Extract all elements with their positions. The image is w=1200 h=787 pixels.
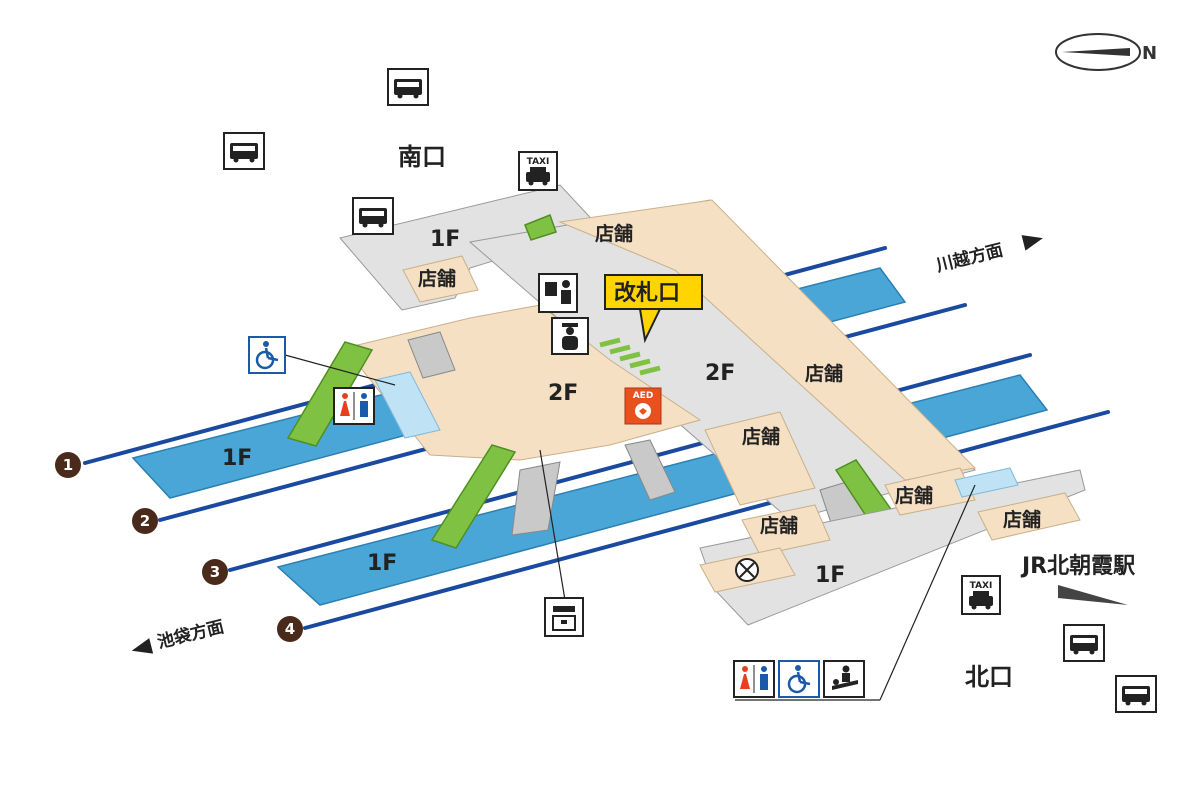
compass-icon: N — [1055, 33, 1157, 71]
2f-shop-lower — [704, 411, 816, 506]
direction-ikebukuro: 池袋方面 — [131, 616, 226, 654]
floor-label-2f-west: 2F — [548, 381, 578, 406]
shop-label-north-3: 店舗 — [1003, 508, 1041, 531]
svg-text:4: 4 — [285, 620, 295, 638]
ticket-gate-lines — [599, 337, 661, 376]
aed-icon: AED — [624, 387, 662, 425]
direction-kawagoe: 川越方面 — [933, 235, 1043, 277]
track-4 — [303, 410, 1110, 630]
bus-icon-2 — [223, 132, 265, 170]
svg-text:TAXI: TAXI — [527, 157, 550, 167]
jr-station-label: JR北朝霞駅 — [1020, 553, 1135, 579]
svg-text:改札口: 改札口 — [614, 280, 680, 306]
north-1f-shop-3 — [977, 492, 1081, 541]
shop-label-2f-lower: 店舗 — [742, 425, 780, 448]
restroom-icon-north — [733, 660, 775, 698]
platform-number-1: 1 — [55, 452, 81, 478]
bus-icon-4 — [1063, 624, 1105, 662]
svg-text:池袋方面: 池袋方面 — [155, 616, 226, 653]
shop-label-north-2: 店舗 — [895, 484, 933, 507]
floor-label-2f-east: 2F — [705, 361, 735, 386]
ticket-machine-icon — [538, 273, 578, 313]
shop-label-2f-east: 店舗 — [805, 362, 843, 385]
no-entry-icon — [735, 558, 759, 582]
floor-label-platform-1f-upper: 1F — [222, 446, 252, 471]
floor-label-north-1f: 1F — [815, 563, 845, 588]
stairs-mid — [624, 439, 676, 501]
svg-text:N: N — [1142, 43, 1157, 64]
svg-text:TAXI: TAXI — [970, 581, 993, 591]
platform-number-4: 4 — [277, 616, 303, 642]
leader-lines — [284, 354, 976, 701]
jr-direction-wedge — [1058, 585, 1128, 605]
coin-locker-icon — [544, 597, 584, 637]
north-1f-shop-1 — [741, 504, 831, 556]
2f-concourse-light-walk — [374, 371, 441, 439]
floor-label-south-1f: 1F — [430, 227, 460, 252]
shop-label-south-top: 店舗 — [595, 222, 633, 245]
escalator-south-top — [524, 214, 557, 241]
exit-label-north: 北口 — [965, 663, 1013, 691]
shop-label-north-1: 店舗 — [760, 514, 798, 537]
bus-icon-3 — [352, 197, 394, 235]
south-1f-shop — [402, 255, 479, 303]
station-staff-icon — [551, 317, 589, 355]
taxi-icon-north: TAXI — [961, 575, 1001, 615]
north-1f-shop-2 — [884, 467, 976, 516]
svg-text:1: 1 — [63, 456, 73, 474]
restroom-icon-west — [333, 387, 375, 425]
svg-text:2: 2 — [140, 512, 150, 530]
baby-changing-icon — [823, 660, 865, 698]
wheelchair-icon-north — [778, 660, 820, 698]
shop-label-south-1f: 店舗 — [418, 267, 456, 290]
ticket-gate-callout: 改札口 — [604, 274, 703, 344]
stairs-center — [511, 461, 561, 536]
escalator-west — [286, 341, 374, 447]
bus-icon-1 — [387, 68, 429, 106]
platform-number-3: 3 — [202, 559, 228, 585]
platform-number-2: 2 — [132, 508, 158, 534]
stairs-south — [407, 331, 456, 379]
taxi-icon-south: TAXI — [518, 151, 558, 191]
svg-text:3: 3 — [210, 563, 220, 581]
svg-text:AED: AED — [633, 391, 654, 401]
escalator-center — [430, 444, 517, 549]
bus-icon-5 — [1115, 675, 1157, 713]
north-1f-walk — [954, 467, 1019, 498]
svg-text:川越方面: 川越方面 — [933, 239, 1005, 276]
south-1f-area — [339, 184, 601, 311]
floor-label-platform-1f-lower: 1F — [367, 551, 397, 576]
wheelchair-icon-west — [248, 336, 286, 374]
exit-label-south: 南口 — [398, 143, 446, 171]
